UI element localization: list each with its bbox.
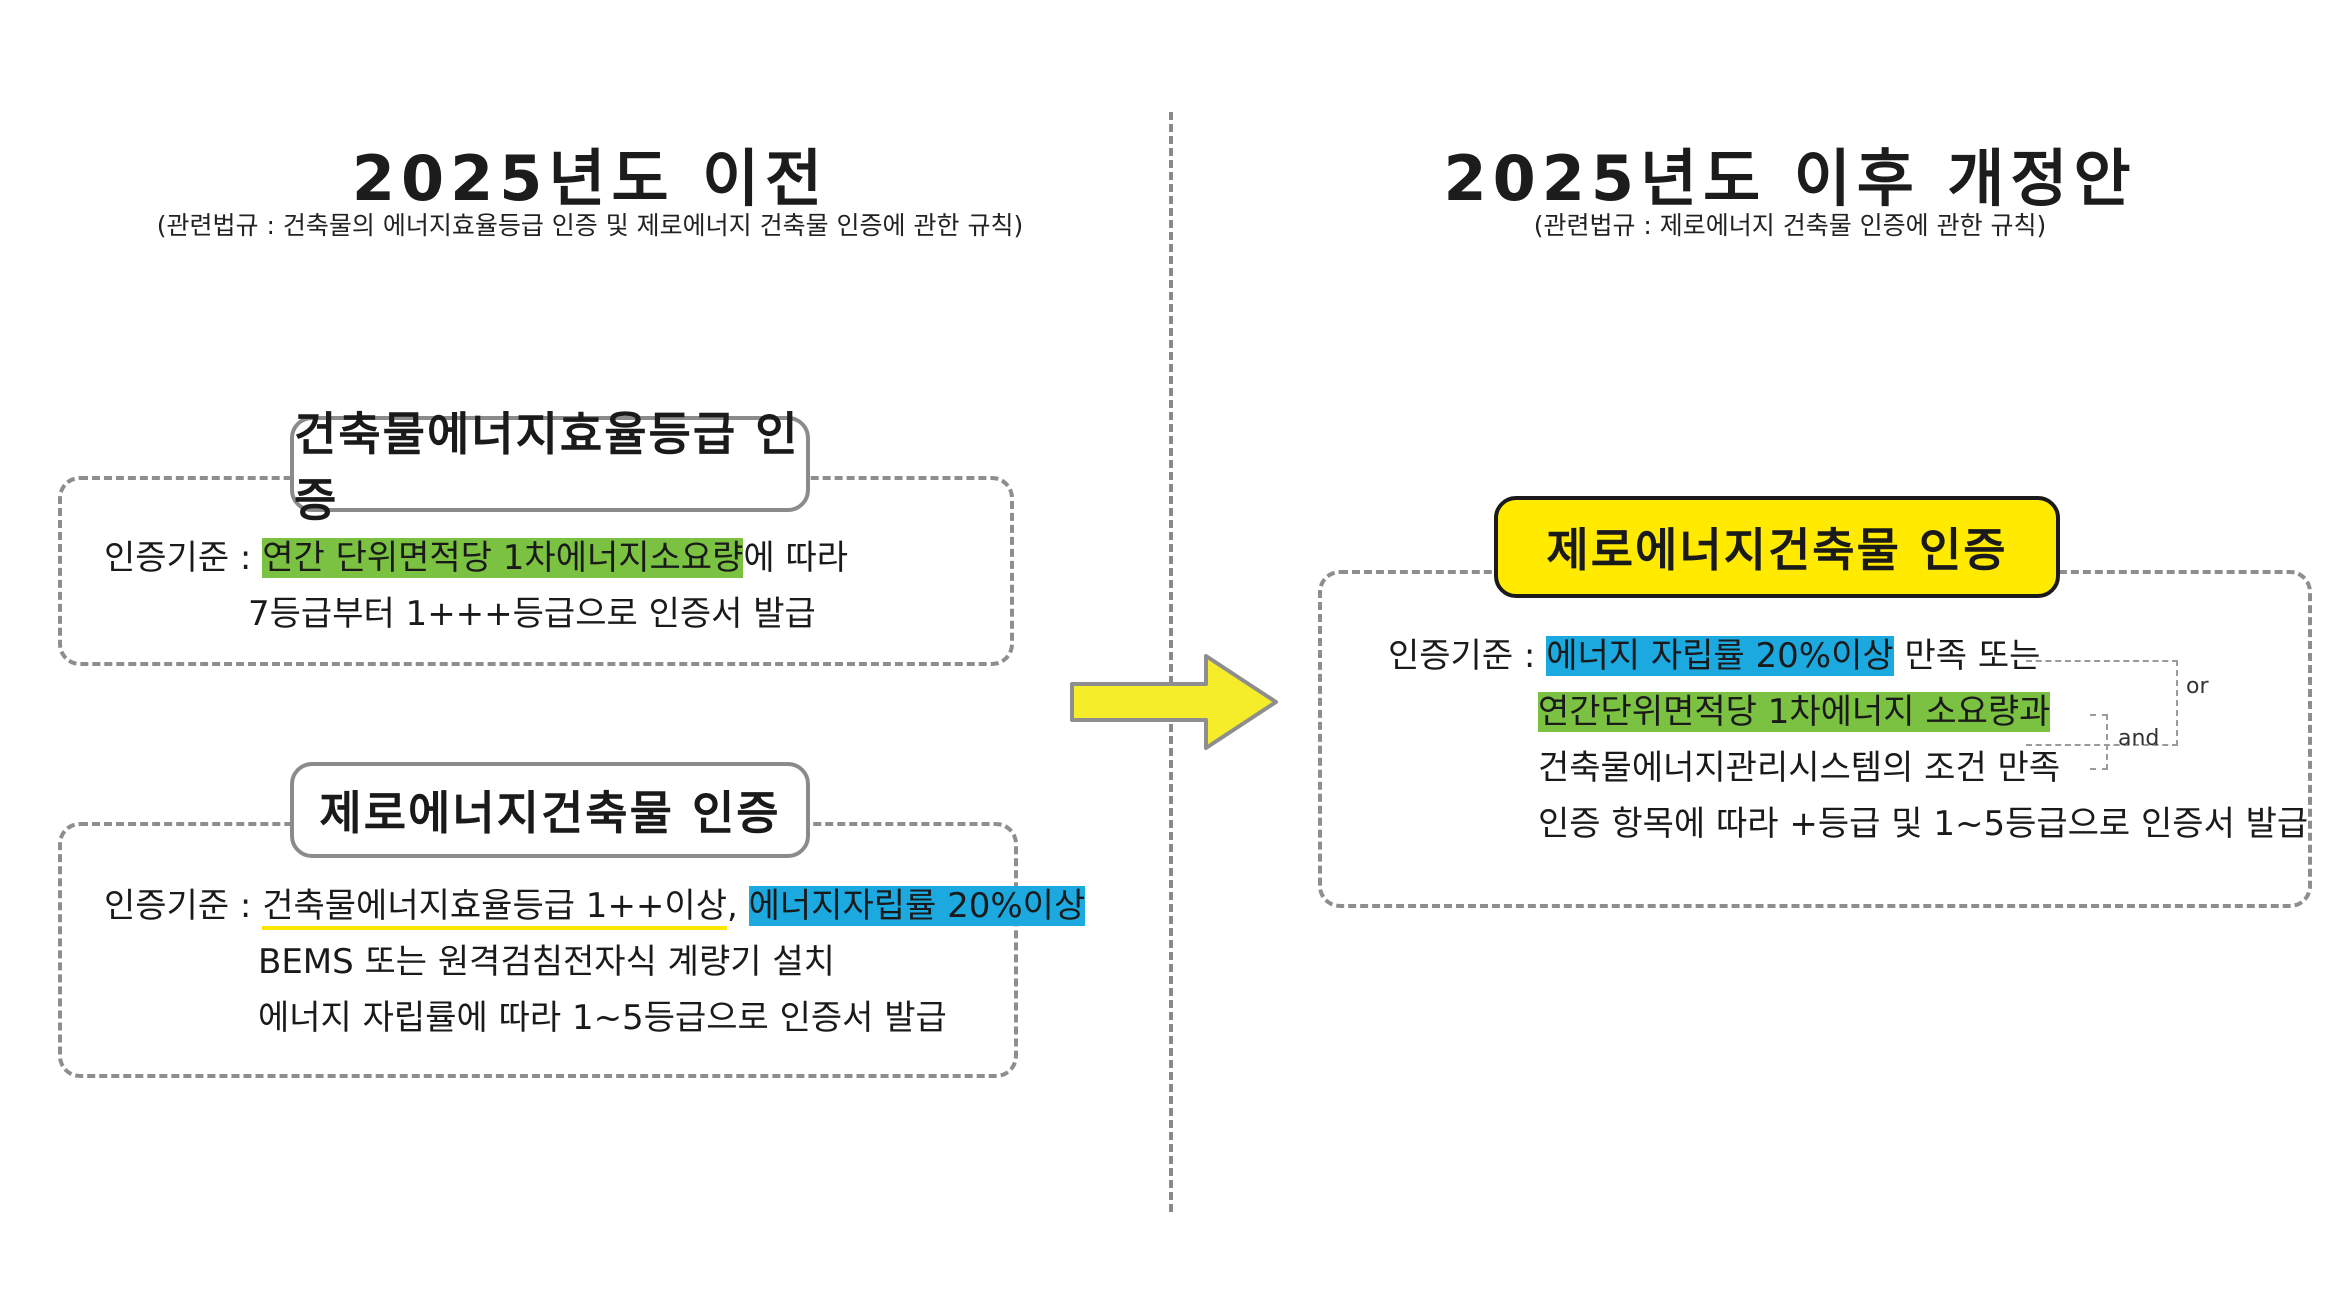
right-line1-rest: 만족 또는 bbox=[1904, 636, 2041, 676]
or-label: or bbox=[2186, 674, 2209, 699]
or-connector bbox=[2026, 660, 2178, 746]
box2-line1-sep: , bbox=[726, 886, 738, 926]
right-criteria-line2: 연간단위면적당 1차에너지 소요량과 bbox=[1538, 690, 2051, 734]
box1-criteria-label: 인증기준 : bbox=[104, 538, 252, 578]
efficiency-cert-label: 건축물에너지효율등급 인증 bbox=[290, 407, 810, 527]
right-arrow-icon bbox=[1070, 654, 1278, 750]
right-highlight-blue: 에너지 자립률 20%이상 bbox=[1546, 636, 1894, 676]
right-highlight-green: 연간단위면적당 1차에너지 소요량과 bbox=[1538, 692, 2051, 732]
center-divider bbox=[1169, 112, 1173, 1212]
box2-criteria-line1: 인증기준 : 건축물에너지효율등급 1++이상, 에너지자립률 20%이상 bbox=[104, 884, 1086, 930]
left-subtitle: (관련법규 : 건축물의 에너지효율등급 인증 및 제로에너지 건축물 인증에 … bbox=[156, 211, 1024, 240]
left-title: 2025년도 이전 bbox=[351, 142, 829, 215]
and-connector bbox=[2090, 714, 2108, 770]
box1-line1-rest: 에 따라 bbox=[743, 538, 849, 578]
box2-criteria-label: 인증기준 : bbox=[104, 886, 252, 926]
and-label: and bbox=[2118, 726, 2160, 751]
zero-energy-new-label: 제로에너지건축물 인증 bbox=[1494, 496, 2060, 598]
box1-criteria-line2: 7등급부터 1+++등급으로 인증서 발급 bbox=[248, 594, 816, 634]
box1-criteria-line1: 인증기준 : 연간 단위면적당 1차에너지소요량에 따라 bbox=[104, 536, 848, 580]
right-criteria-line1: 인증기준 : 에너지 자립률 20%이상 만족 또는 bbox=[1388, 634, 2040, 678]
right-criteria-line4: 인증 항목에 따라 +등급 및 1~5등급으로 인증서 발급 bbox=[1538, 804, 2309, 844]
right-subtitle: (관련법규 : 제로에너지 건축물 인증에 관한 규칙) bbox=[1533, 211, 2047, 240]
right-criteria-label: 인증기준 : bbox=[1388, 636, 1536, 676]
box2-criteria-line3: 에너지 자립률에 따라 1~5등급으로 인증서 발급 bbox=[258, 998, 947, 1038]
box2-underline-yellow: 건축물에너지효율등급 1++이상 bbox=[262, 886, 727, 930]
zero-energy-old-label: 제로에너지건축물 인증 bbox=[290, 762, 810, 858]
right-title: 2025년도 이후 개정안 bbox=[1443, 142, 2137, 215]
box1-highlight-green: 연간 단위면적당 1차에너지소요량 bbox=[262, 538, 744, 578]
box2-highlight-blue: 에너지자립률 20%이상 bbox=[748, 886, 1086, 926]
right-criteria-line3: 건축물에너지관리시스템의 조건 만족 bbox=[1538, 748, 2061, 788]
box2-criteria-line2: BEMS 또는 원격검침전자식 계량기 설치 bbox=[258, 942, 835, 982]
